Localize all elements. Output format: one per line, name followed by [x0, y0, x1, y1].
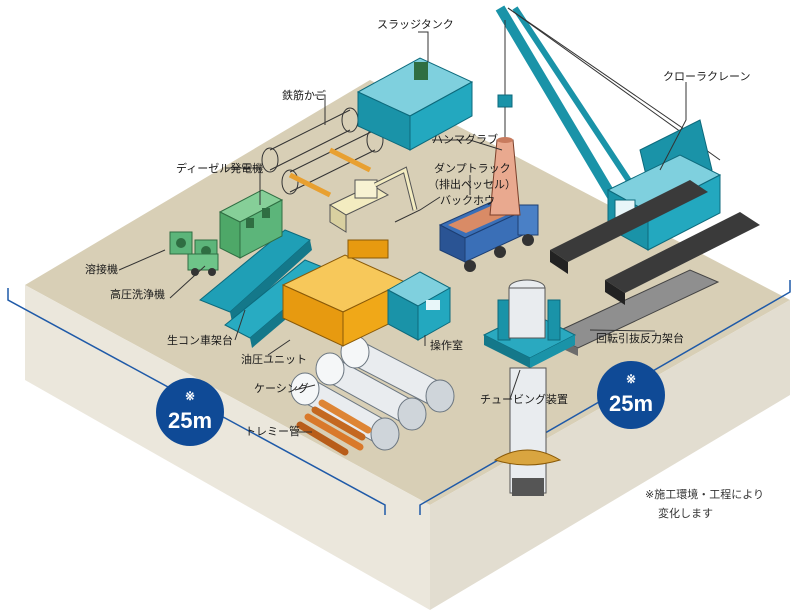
tubing-device [482, 279, 577, 368]
dimension-badge-left-value: 25m [168, 408, 212, 433]
label-diesel-generator: ディーゼル発電機 [176, 161, 263, 175]
label-dump-truck-sub: （排出ベッセル） [428, 177, 516, 191]
ground-right-side [430, 300, 790, 610]
crawler-crane [495, 5, 760, 305]
dimension-badge-left: ※ 25m [156, 378, 224, 446]
hydraulic-unit [281, 239, 407, 347]
ground-left-side [25, 285, 430, 610]
label-backhoe: バックホウ [440, 194, 495, 207]
label-concrete-truck-ramp: 生コン車架台 [167, 333, 233, 347]
backhoe [328, 166, 418, 233]
rebar-cages [261, 107, 384, 198]
label-hydraulic-unit: 油圧ユニット [241, 352, 307, 366]
label-hammer-grab: ハンマグラブ [432, 132, 498, 146]
casing-underground [493, 367, 562, 496]
label-casing: ケーシング [254, 381, 309, 395]
note-line2: 変化します [658, 506, 713, 520]
label-rotary-reaction-frame: 回転引抜反力架台 [596, 331, 684, 345]
label-sludge-tank: スラッジタンク [377, 18, 454, 31]
leader-lines [118, 31, 687, 433]
dimension-badge-right-mark: ※ [626, 372, 636, 386]
welder-and-washer [169, 231, 219, 276]
note: ※施工環境・工程により 変化します [645, 487, 764, 520]
label-tremie-pipe: トレミー管 [245, 424, 300, 438]
dimension-badge-right: ※ 25m [597, 361, 665, 429]
label-dump-truck: ダンプトラック [434, 161, 511, 175]
tremie-pipes [296, 399, 372, 456]
diesel-generator [218, 189, 284, 259]
label-rebar-cage: 鉄筋かご [282, 88, 326, 102]
sludge-tank [356, 57, 474, 151]
note-line1: ※施工環境・工程により [645, 487, 764, 501]
casing-pipes [290, 335, 455, 451]
label-high-pressure-washer: 高圧洗浄機 [110, 287, 165, 301]
hammer-grab [489, 107, 521, 216]
label-operation-room: 操作室 [430, 338, 463, 352]
label-tubing-device: チュービング装置 [480, 392, 568, 406]
operation-room [386, 271, 452, 341]
dimension-badge-right-value: 25m [609, 391, 653, 416]
label-crawler-crane: クローラクレーン [663, 70, 750, 83]
label-welder: 溶接機 [85, 262, 118, 276]
dimension-badge-left-mark: ※ [185, 389, 195, 403]
labels: スラッジタンク 鉄筋かご ディーゼル発電機 ハンマグラブ クローラクレーン ダン… [85, 18, 750, 438]
